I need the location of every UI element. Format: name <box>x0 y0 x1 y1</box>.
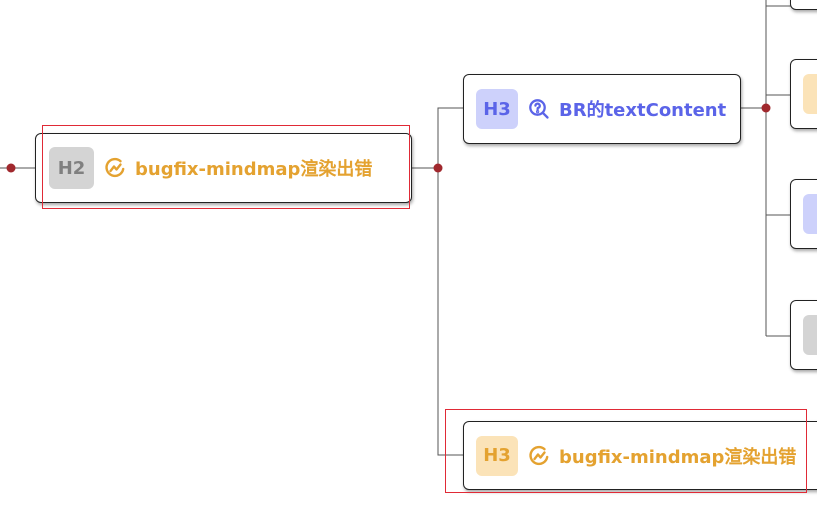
node-title-h2: bugfix-mindmap渲染出错 <box>135 159 373 180</box>
node-title-h3-bugfix: bugfix-mindmap渲染出错 <box>559 446 797 468</box>
mindmap-node-h3-br[interactable]: H3 BR的textContent <box>463 74 741 144</box>
mindmap-node-h3-bugfix[interactable]: H3 bugfix-mindmap渲染出错 <box>463 421 817 490</box>
level-badge-h3-bugfix: H3 <box>476 435 518 476</box>
edge-h2-to-h3-br <box>411 107 464 169</box>
connector-lines <box>0 0 792 456</box>
progress-chart-icon <box>104 157 126 179</box>
connector-dot-root <box>6 163 16 173</box>
connector-dot-h3-br <box>761 103 771 113</box>
child-node-4-partial[interactable] <box>790 300 817 370</box>
level-badge-h3-br: H3 <box>476 89 518 129</box>
edge-h2-to-h3-bugfix <box>437 168 464 456</box>
level-badge-h2: H2 <box>49 147 94 189</box>
mindmap-node-h2[interactable]: H2 bugfix-mindmap渲染出错 <box>35 133 412 203</box>
child-node-2-level-badge <box>803 74 817 114</box>
child-node-3-level-badge <box>803 194 817 234</box>
child-node-1-partial[interactable] <box>790 0 817 10</box>
child-node-3-partial[interactable] <box>790 179 817 249</box>
progress-chart-icon <box>528 445 550 467</box>
node-title-h3-br: BR的textContent <box>559 100 727 121</box>
question-search-icon <box>528 98 550 120</box>
child-node-4-level-badge <box>803 315 817 355</box>
connector-dot-h2 <box>433 163 443 173</box>
child-node-2-partial[interactable] <box>790 59 817 129</box>
